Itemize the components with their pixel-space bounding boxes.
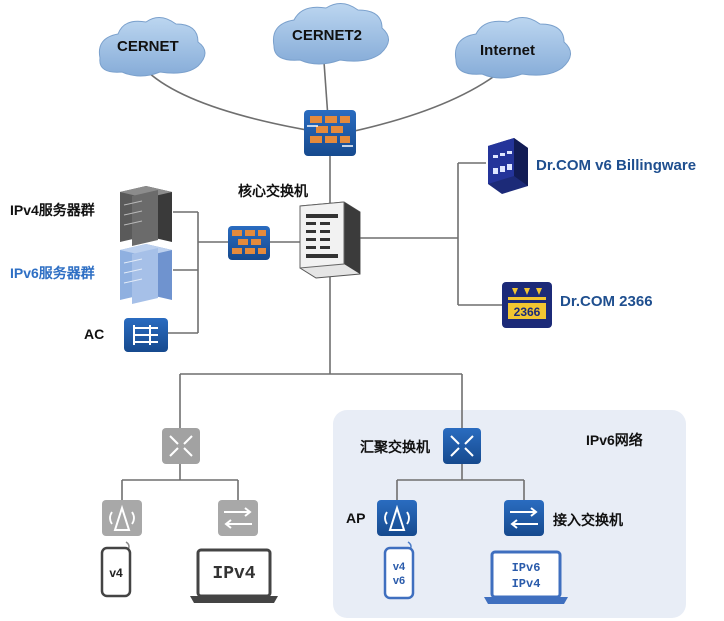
cloud-internet — [454, 17, 571, 79]
ipv4-server-label: IPv4服务器群 — [10, 202, 95, 218]
aggregation-switch-icon — [443, 428, 481, 464]
ipv4-switch-icon — [162, 428, 200, 464]
access-switch-label: 接入交换机 — [553, 512, 623, 528]
drcom-2366-label: Dr.COM 2366 — [560, 293, 653, 310]
ac-controller-icon — [124, 318, 168, 352]
firewall-small-icon — [228, 226, 270, 260]
cloud-cernet2 — [272, 3, 389, 65]
drcom-2366-icon: 2366 — [502, 282, 552, 328]
ipv6-server-icon — [120, 244, 172, 304]
access-switch-icon — [504, 500, 544, 536]
cloud-cernet — [98, 17, 206, 77]
ipv6-phone-line-1: v4 — [393, 561, 406, 573]
billingware-label: Dr.COM v6 Billingware — [536, 157, 697, 174]
ipv4-phone-icon: v4 — [100, 541, 132, 598]
core-switch-label: 核心交换机 — [238, 183, 308, 199]
aggregation-switch-label: 汇聚交换机 — [360, 439, 430, 455]
core-switch-icon — [299, 201, 361, 279]
ipv6-laptop-line-2: IPv4 — [512, 577, 541, 591]
ipv6-phone-icon: v4 v6 — [383, 541, 415, 600]
ipv6-laptop-icon: IPv6 IPv4 — [484, 550, 568, 604]
ipv6-zone-title: IPv6网络 — [586, 432, 643, 448]
connection-lines — [121, 61, 525, 500]
cloud-label-cernet: CERNET — [117, 38, 179, 55]
ap-label: AP — [346, 510, 366, 526]
ipv4-ap-icon — [102, 500, 142, 536]
ipv4-laptop-icon: IPv4 — [190, 548, 278, 603]
ipv6-phone-line-2: v6 — [393, 575, 405, 587]
firewall-top-icon — [304, 110, 356, 156]
ipv4-server-icon — [120, 186, 172, 246]
cloud-label-internet: Internet — [480, 42, 536, 59]
ap-icon — [377, 500, 417, 536]
ipv6-laptop-line-1: IPv6 — [512, 561, 541, 575]
ipv4-laptop-text: IPv4 — [212, 564, 255, 584]
billingware-server-icon — [488, 138, 528, 194]
ipv4-access-switch-icon — [218, 500, 258, 536]
ipv6-server-label: IPv6服务器群 — [10, 265, 95, 281]
drcom-2366-badge: 2366 — [514, 305, 541, 319]
ipv4-phone-text: v4 — [109, 566, 123, 580]
cloud-label-cernet2: CERNET2 — [292, 27, 363, 44]
ac-label: AC — [84, 326, 105, 342]
